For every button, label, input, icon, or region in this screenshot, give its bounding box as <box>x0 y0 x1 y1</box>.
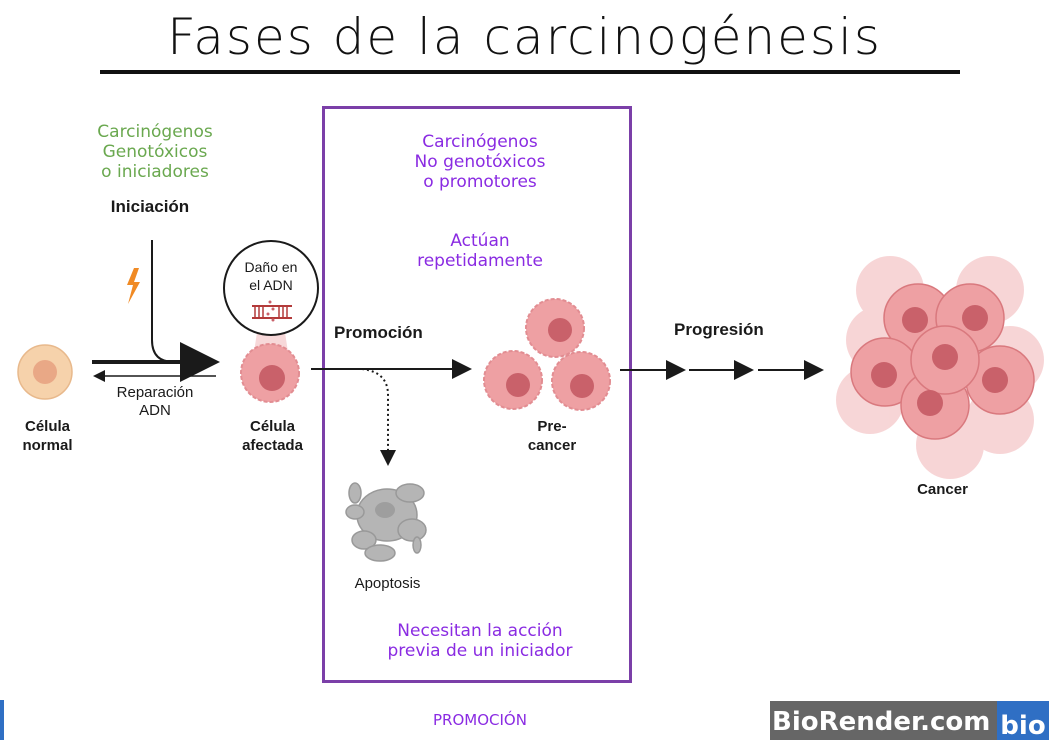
initiation-curve-arrow <box>151 240 216 363</box>
normal-cell-label-2: normal <box>22 437 73 454</box>
stage-promotion: Promoción <box>334 323 423 342</box>
affected-cell-label-1: Célula <box>249 418 295 435</box>
action-line-2: repetidamente <box>417 251 543 271</box>
promoter-agents: Carcinógenos No genotóxicos o promotores <box>340 132 620 192</box>
initiator-line-3: o iniciadores <box>101 162 209 182</box>
promoter-line-1: Carcinógenos <box>422 132 538 152</box>
precancer-cells-icon <box>483 298 611 411</box>
precancer-label: Pre- cancer <box>512 417 592 455</box>
watermark-badge: bio <box>997 701 1049 741</box>
promoter-action: Actúan repetidamente <box>340 231 620 271</box>
title-underline <box>100 70 960 74</box>
normal-cell-icon <box>17 344 73 400</box>
affected-cell-icon <box>240 343 300 403</box>
promotion-box <box>322 106 632 683</box>
promotion-caption: PROMOCIÓN <box>433 711 527 729</box>
affected-cell-label-2: afectada <box>242 437 303 454</box>
biorender-watermark: BioRender.com bio <box>770 701 1049 741</box>
apoptosis-label: Apoptosis <box>354 575 421 592</box>
requirement-line-2: previa de un iniciador <box>387 641 573 661</box>
promoter-requirement: Necesitan la acción previa de un iniciad… <box>330 621 630 661</box>
initiator-line-1: Carcinógenos <box>97 122 213 142</box>
stage-initiation: Iniciación <box>110 197 190 216</box>
initiator-agents: Carcinógenos Genotóxicos o iniciadores <box>40 122 270 182</box>
dna-damage-label-1: Daño en <box>244 259 298 275</box>
initiator-line-2: Genotóxicos <box>102 142 208 162</box>
precancer-label-2: cancer <box>527 437 577 454</box>
repair-label-2: ADN <box>139 402 171 419</box>
normal-cell-label: Célula normal <box>10 417 85 455</box>
promoter-line-2: No genotóxicos <box>414 152 546 172</box>
affected-cell-label: Célula afectada <box>230 417 315 455</box>
precancer-label-1: Pre- <box>537 418 567 435</box>
cancer-cluster-icon <box>836 256 1044 479</box>
normal-cell-label-1: Célula <box>24 418 70 435</box>
action-line-1: Actúan <box>450 231 510 251</box>
dna-damage-label-2: el ADN <box>249 277 293 293</box>
promoter-line-3: o promotores <box>423 172 537 192</box>
left-edge-bar <box>0 700 4 740</box>
lightning-icon <box>127 268 140 304</box>
repair-label-1: Reparación <box>116 384 194 401</box>
cancer-label: Cancer <box>917 481 968 498</box>
apoptosis-arrow <box>361 368 396 466</box>
stage-progression: Progresión <box>674 320 764 339</box>
apoptosis-cell-icon <box>345 482 427 562</box>
dna-icon <box>252 300 292 322</box>
dna-damage-label: Daño en el ADN <box>231 258 311 294</box>
watermark-text: BioRender.com <box>772 707 991 737</box>
page-title: Fases de la carcinogénesis <box>167 8 882 66</box>
repair-label: Reparación ADN <box>100 384 210 420</box>
requirement-line-1: Necesitan la acción <box>397 621 563 641</box>
